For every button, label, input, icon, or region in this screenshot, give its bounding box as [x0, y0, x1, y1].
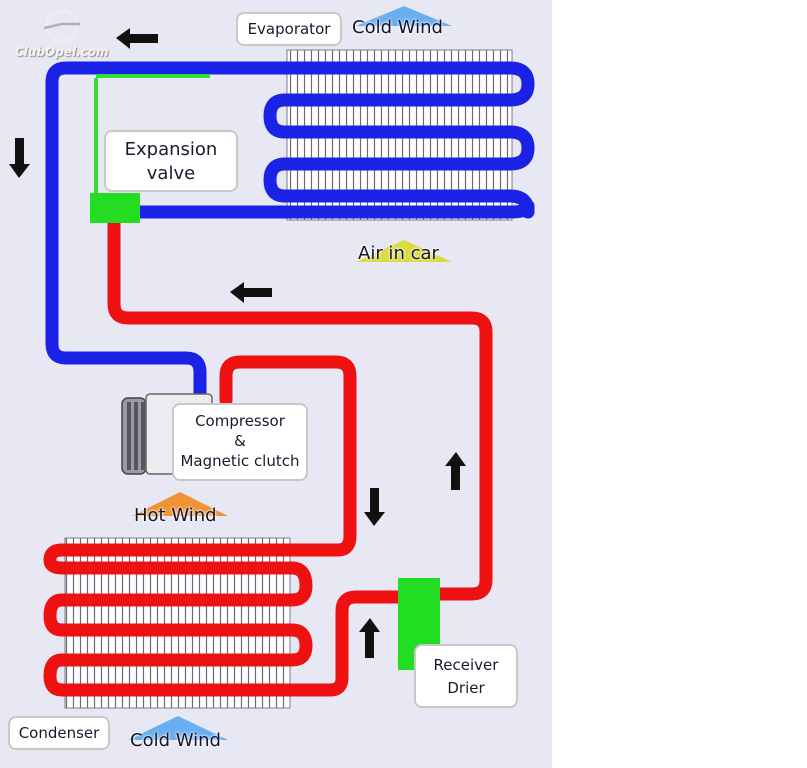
expansion-valve-line2: valve: [146, 163, 196, 184]
air-in-car-icon: [356, 240, 452, 262]
evaporator-label: Evaporator: [236, 12, 342, 46]
arrow-left-icon: [230, 282, 272, 303]
hot-wind-label: Hot Wind: [134, 505, 217, 526]
hot-wind-icon: [132, 492, 228, 516]
ac-refrigerant-cycle-diagram: ClubOpel.com Evaporator Cold Wind Expans…: [0, 0, 552, 768]
arrow-up-icon: [359, 618, 380, 658]
high-pressure-line: [43, 213, 493, 697]
arrow-down-icon: [9, 138, 30, 178]
receiver-line1: Receiver: [433, 656, 499, 674]
watermark-text: ClubOpel.com: [15, 45, 109, 59]
receiver-line2: Drier: [447, 679, 485, 697]
low-pressure-line: [45, 61, 535, 402]
arrow-up-icon: [445, 452, 466, 490]
arrow-left-icon: [116, 28, 158, 49]
condenser-cold-wind-label: Cold Wind: [130, 730, 221, 751]
compressor-line1: Compressor: [195, 412, 285, 430]
evaporator-cold-wind-icon: [356, 6, 452, 26]
receiver-drier-label: Receiver Drier: [414, 644, 518, 708]
condenser-label: Condenser: [8, 716, 110, 750]
arrow-down-icon: [364, 488, 385, 526]
evaporator-text: Evaporator: [247, 20, 331, 38]
expansion-valve-line1: Expansion: [124, 139, 218, 160]
condenser-text: Condenser: [18, 724, 100, 742]
evaporator-cold-wind-label: Cold Wind: [352, 17, 443, 38]
compressor-label: Compressor & Magnetic clutch: [172, 403, 308, 481]
compressor-line2: &: [234, 432, 246, 450]
condenser-cold-wind-icon: [128, 716, 228, 740]
expansion-valve-block: [90, 193, 140, 223]
club-opel-logo-icon: [43, 9, 80, 43]
expansion-valve-label: Expansion valve: [104, 130, 238, 192]
compressor-line3: Magnetic clutch: [180, 452, 300, 470]
air-in-car-label: Air in car: [358, 243, 439, 264]
